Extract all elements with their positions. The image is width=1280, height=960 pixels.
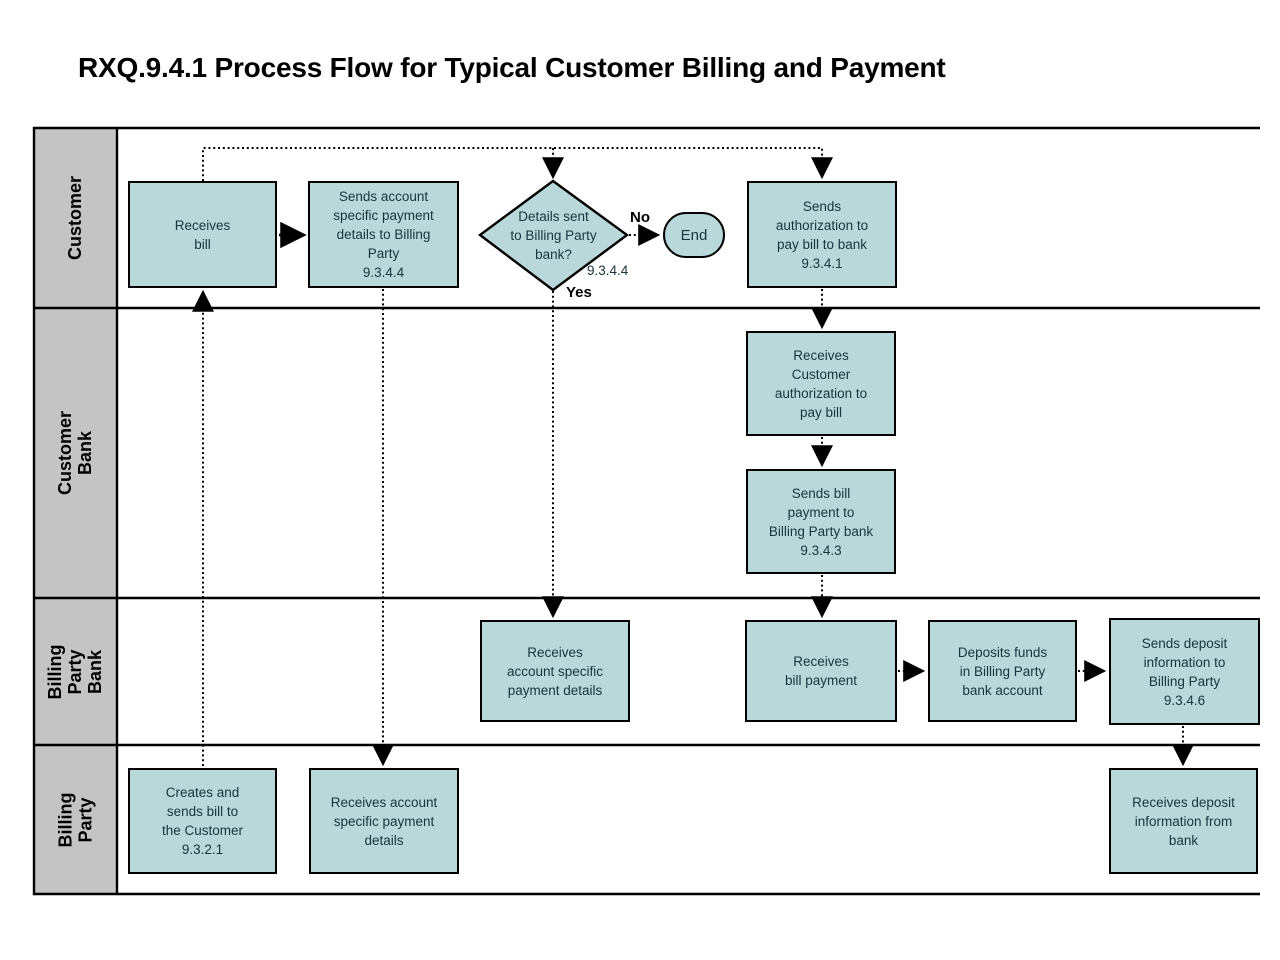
lane-customer-bank: Customer Bank bbox=[33, 308, 117, 598]
lane-customer-label: Customer bbox=[65, 175, 86, 260]
lane-billing-party-bank: Billing Party Bank bbox=[33, 598, 117, 745]
lane-billing-party-bank-label: Billing Party Bank bbox=[45, 644, 105, 699]
lane-customer-bank-label: Customer Bank bbox=[55, 410, 96, 496]
node-receives-bill-payment: Receives bill payment bbox=[745, 620, 897, 722]
node-sends-bill-payment: Sends bill payment to Billing Party bank… bbox=[746, 469, 896, 574]
decision-ref-label: 9.3.4.4 bbox=[587, 263, 629, 278]
lane-customer: Customer bbox=[33, 127, 117, 308]
decision-yes-label: Yes bbox=[566, 284, 592, 301]
node-sends-deposit-info: Sends deposit information to Billing Par… bbox=[1109, 618, 1260, 725]
connector-receives-bill-to-sends-authorization bbox=[202, 147, 833, 181]
decision-no-label: No bbox=[630, 209, 650, 226]
node-receives-deposit-info: Receives deposit information from bank bbox=[1109, 768, 1258, 874]
lane-billing-party-label: Billing Party bbox=[55, 792, 95, 847]
node-sends-account-details: Sends account specific payment details t… bbox=[308, 181, 459, 288]
node-deposits-funds: Deposits funds in Billing Party bank acc… bbox=[928, 620, 1077, 722]
node-end-terminator: End bbox=[663, 212, 725, 258]
node-creates-bill: Creates and sends bill to the Customer 9… bbox=[128, 768, 277, 874]
node-receives-bill: Receives bill bbox=[128, 181, 277, 288]
node-receives-account-details-bank: Receives account specific payment detail… bbox=[480, 620, 630, 722]
node-sends-authorization: Sends authorization to pay bill to bank … bbox=[747, 181, 897, 288]
lane-billing-party: Billing Party bbox=[33, 745, 117, 894]
decision-details-sent: Details sent to Billing Party bank? bbox=[510, 208, 597, 262]
diagram-title: RXQ.9.4.1 Process Flow for Typical Custo… bbox=[78, 52, 946, 83]
node-receives-authorization: Receives Customer authorization to pay b… bbox=[746, 331, 896, 436]
node-receives-account-details-party: Receives account specific payment detail… bbox=[309, 768, 459, 874]
